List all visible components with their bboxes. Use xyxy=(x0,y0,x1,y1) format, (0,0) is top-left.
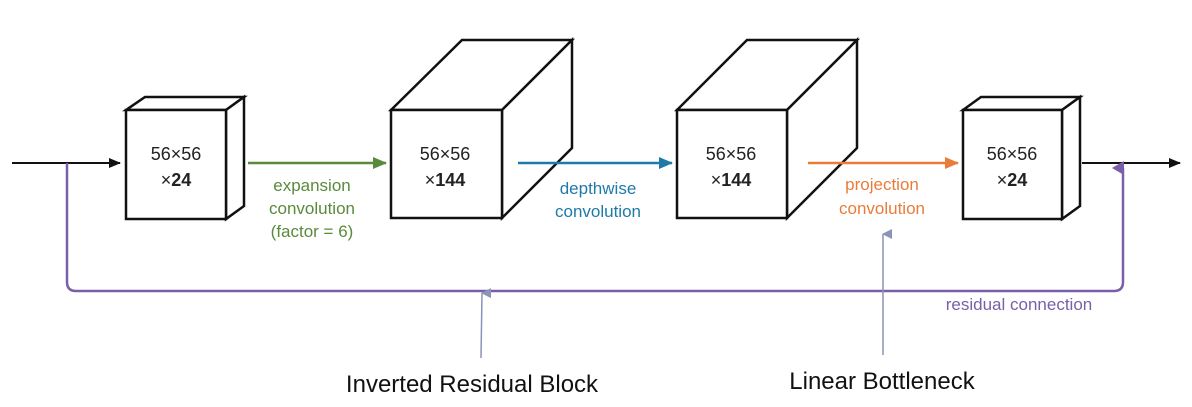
block-4-channels: 24 xyxy=(1007,170,1027,190)
block-4-size: 56×56 xyxy=(987,144,1038,164)
block-1-channels: 24 xyxy=(171,170,191,190)
depthwise-label-line1: depthwise xyxy=(560,179,637,198)
block-2-channels: 144 xyxy=(435,170,465,190)
residual-connection-path xyxy=(65,161,1125,293)
projection-label-line1: projection xyxy=(845,175,919,194)
expansion-label-line2: convolution xyxy=(269,199,355,218)
block-1-size: 56×56 xyxy=(151,144,202,164)
expansion-label-line1: expansion xyxy=(273,176,351,195)
block-2-channels-line: ×144 xyxy=(425,170,466,190)
block-4-cube: 56×56 ×24 xyxy=(959,94,1084,222)
block-1-channels-line: ×24 xyxy=(161,170,192,190)
block-2-cube: 56×56 ×144 xyxy=(387,36,576,222)
linear-bottleneck-caption: Linear Bottleneck xyxy=(789,368,975,395)
block-4-times: × xyxy=(997,170,1008,190)
block-3-size: 56×56 xyxy=(706,144,757,164)
block-1-times: × xyxy=(161,170,172,190)
depthwise-label-line2: convolution xyxy=(555,202,641,221)
projection-label-line2: convolution xyxy=(839,199,925,218)
block-3-channels-line: ×144 xyxy=(711,170,752,190)
inverted-residual-pointer xyxy=(480,288,492,359)
inverted-residual-caption: Inverted Residual Block xyxy=(346,371,599,398)
block-3-channels: 144 xyxy=(721,170,751,190)
block-3-cube: 56×56 ×144 xyxy=(673,36,861,222)
block-2-size: 56×56 xyxy=(420,144,471,164)
block-3-times: × xyxy=(711,170,722,190)
block-1-cube: 56×56 ×24 xyxy=(121,94,248,222)
expansion-label-line3: (factor = 6) xyxy=(271,222,354,241)
residual-connection-label: residual connection xyxy=(946,295,1092,314)
block-4-channels-line: ×24 xyxy=(997,170,1028,190)
block-2-times: × xyxy=(425,170,436,190)
